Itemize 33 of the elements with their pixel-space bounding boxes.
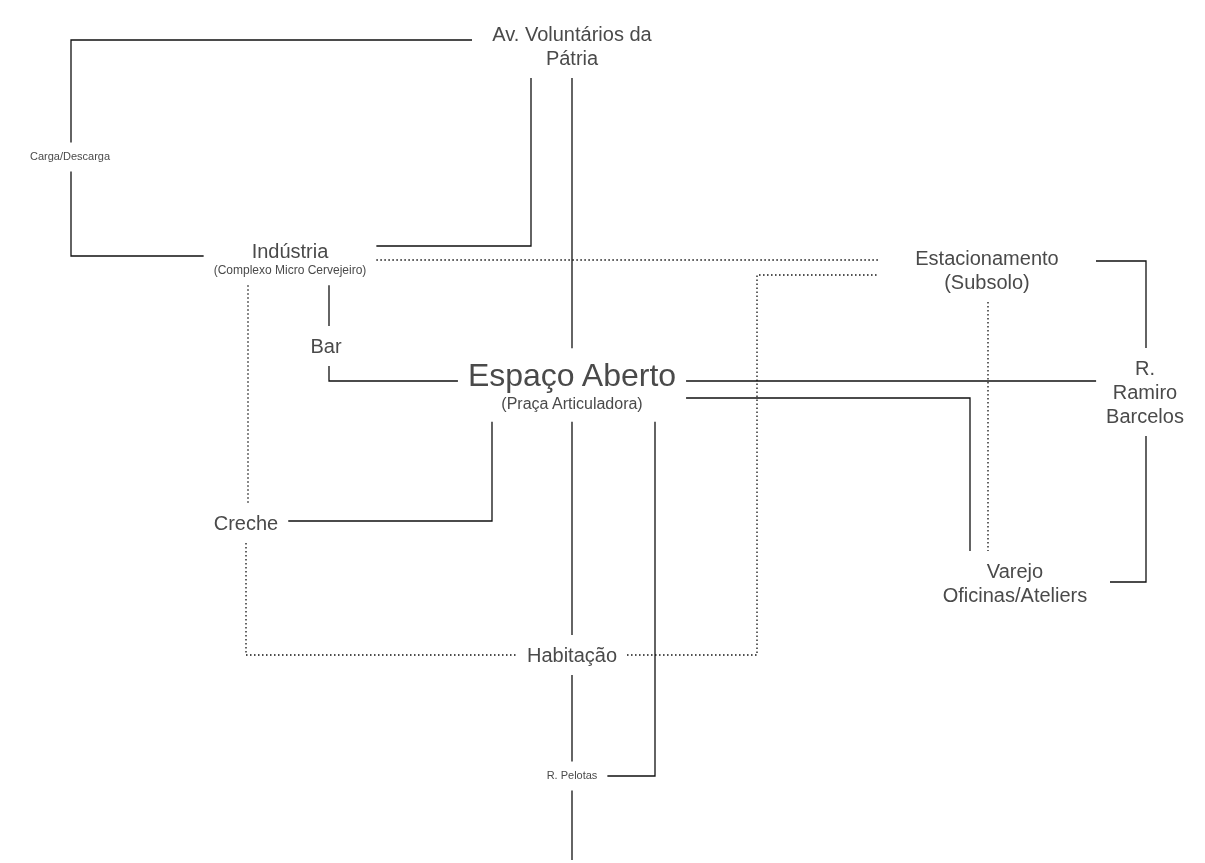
dotted-connector (626, 274, 879, 656)
connector-line (70, 39, 473, 144)
connector-line (1095, 260, 1147, 349)
place-label: R. Pelotas (546, 769, 598, 783)
connector-line (606, 421, 656, 777)
place-label: Creche (213, 511, 279, 535)
place-label: Bar (310, 334, 342, 358)
place-label: Estacionamento (Subsolo) (914, 246, 1060, 294)
dotted-connector (987, 301, 989, 552)
place-subtitle: (Praça Articuladora) (500, 394, 644, 414)
connector-line (328, 365, 459, 382)
connector-line (328, 284, 330, 327)
dotted-connector (247, 284, 249, 504)
connector-line (685, 397, 971, 552)
connector-line (375, 77, 532, 247)
place-label: Habitação (526, 643, 618, 667)
dotted-connector (375, 259, 879, 261)
place-label: Av. Voluntários da Pátria (491, 22, 653, 70)
place-label: Espaço Aberto (467, 356, 677, 395)
dotted-connector (245, 542, 518, 656)
connector-line (287, 421, 493, 522)
place-subtitle: (Complexo Micro Cervejeiro) (213, 262, 367, 278)
connector-line (685, 380, 1097, 382)
connector-line (1109, 435, 1147, 583)
connector-line (70, 170, 205, 257)
connector-line (571, 674, 573, 763)
place-label: Carga/Descarga (29, 150, 111, 164)
place-label: R. Ramiro Barcelos (1106, 356, 1184, 428)
place-label: Varejo Oficinas/Ateliers (941, 559, 1089, 607)
connector-line (571, 421, 573, 636)
connector-line (571, 77, 573, 349)
place-label: Indústria (250, 238, 330, 263)
connector-line (571, 789, 573, 861)
